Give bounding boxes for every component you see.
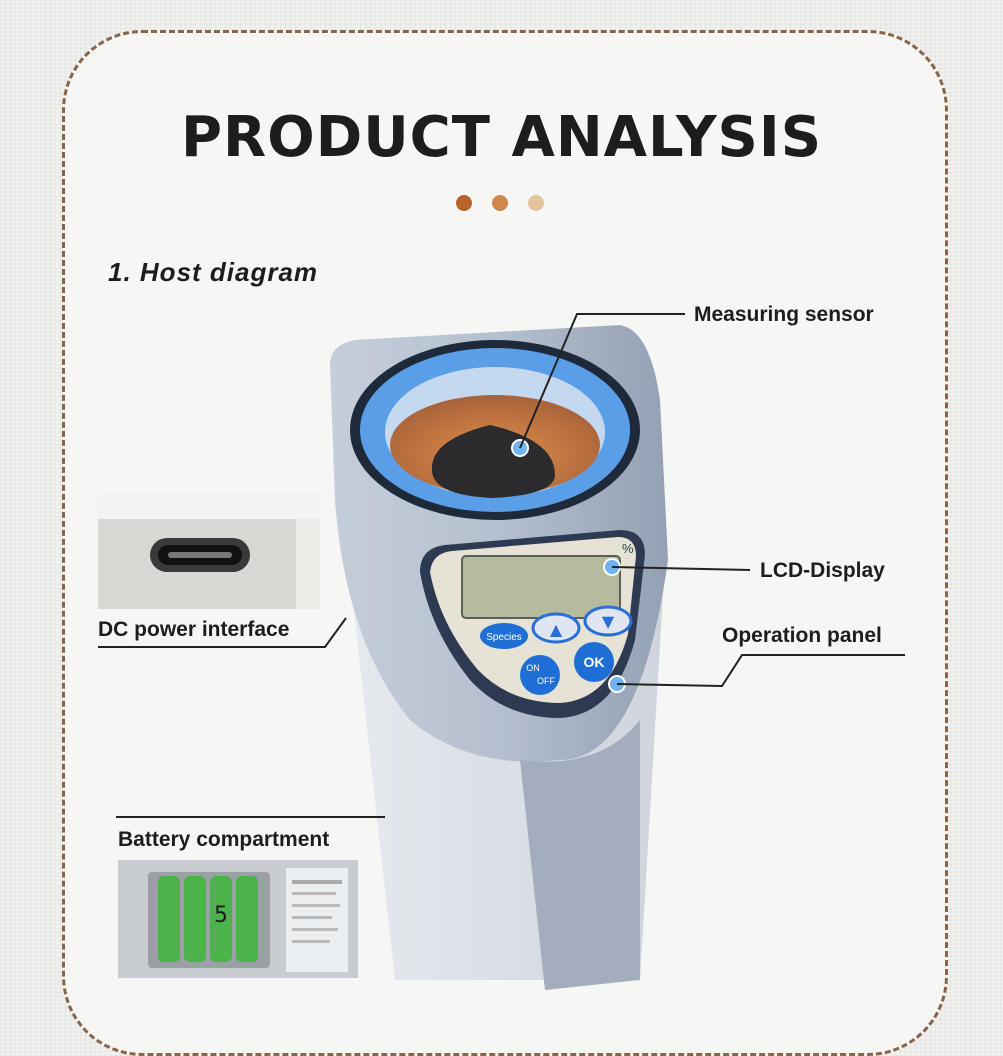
operation-panel-label: Operation panel [722,624,882,647]
measuring-sensor-label: Measuring sensor [694,303,874,326]
moisture-meter-device: % Species ▲ ▼ ON OFF OK [330,325,668,990]
lcd-display-label: LCD-Display [760,559,885,582]
svg-text:OK: OK [584,654,605,670]
battery-cells [158,876,258,962]
svg-text:OFF: OFF [537,676,555,686]
title-dots [456,195,544,211]
unit-symbol: % [622,541,634,556]
svg-text:▼: ▼ [602,612,615,631]
page-title: PRODUCT ANALYSIS [180,105,823,170]
section-heading: 1. Host diagram [108,257,319,287]
dot-1 [456,195,472,211]
callout-lines [98,313,905,818]
power-button[interactable]: ON OFF [520,655,560,695]
battery-compartment-label: Battery compartment [118,828,330,851]
species-button[interactable]: Species [480,623,528,649]
dc-port-inset [98,493,320,609]
lcd-leader [611,566,751,571]
panel-leader [616,654,905,688]
svg-text:Species: Species [486,632,522,643]
up-button[interactable]: ▲ [531,612,581,644]
battery-digit: 5 [214,903,228,928]
dot-2 [492,195,508,211]
battery-inset: 5 [118,860,358,978]
device-back [520,720,640,990]
dc-leader [98,617,347,648]
svg-text:▲: ▲ [550,620,563,639]
dc-power-interface-label: DC power interface [98,618,290,641]
sensor-leader [519,313,685,449]
dot-3 [528,195,544,211]
down-button[interactable]: ▼ [583,605,633,637]
svg-text:ON: ON [526,663,540,673]
ok-button[interactable]: OK [574,642,614,682]
